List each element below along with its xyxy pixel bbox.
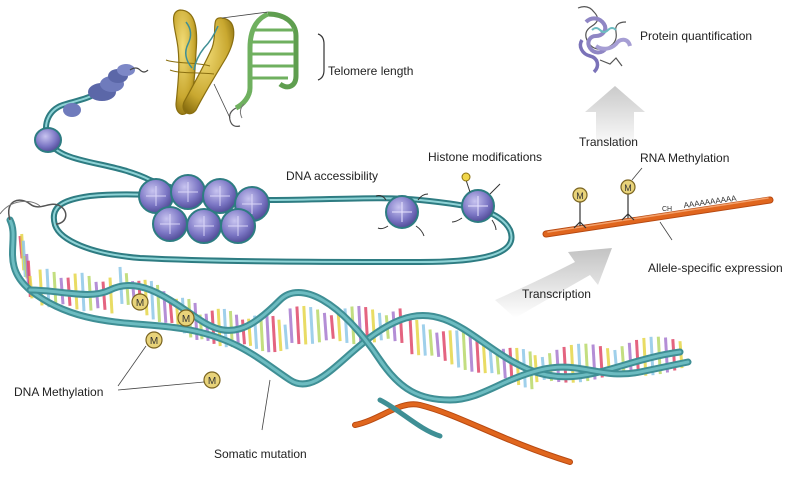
base-pair xyxy=(265,313,271,353)
telomere-length-label: Telomere length xyxy=(328,64,413,78)
rna-methyl-mark: M xyxy=(572,187,588,229)
base-pair xyxy=(475,337,481,373)
base-pair xyxy=(435,332,441,358)
svg-text:M: M xyxy=(150,336,158,347)
base-pair xyxy=(277,319,283,352)
chromatin-fiber xyxy=(43,89,515,266)
base-pair xyxy=(428,329,434,356)
base-pair xyxy=(620,346,626,375)
base-pair xyxy=(316,309,321,343)
mrna-strand: M M CH AAAAAAAAAA xyxy=(542,179,774,238)
dna-methyl-mark: M xyxy=(131,293,149,311)
nucleosome-cluster xyxy=(138,174,270,244)
transcription-label: Transcription xyxy=(522,287,591,301)
base-pair xyxy=(241,319,246,345)
rna-methyl-mark: M xyxy=(620,179,636,221)
svg-text:M: M xyxy=(208,376,216,387)
dna-methyl-marks: M M M M xyxy=(131,293,221,389)
base-pair xyxy=(302,305,308,345)
somatic-mutation-label: Somatic mutation xyxy=(214,447,307,461)
svg-text:M: M xyxy=(182,314,190,325)
base-pair xyxy=(108,277,114,314)
base-pair xyxy=(468,333,474,372)
rna-methylation-label: RNA Methylation xyxy=(640,151,729,165)
protein-structure xyxy=(577,6,632,74)
translation-label: Translation xyxy=(579,135,638,149)
translation-arrow xyxy=(585,86,645,150)
base-pair xyxy=(627,342,633,376)
dna-methyl-mark: M xyxy=(145,331,163,349)
dna-accessibility-label: DNA accessibility xyxy=(286,169,378,183)
chromosome xyxy=(165,9,235,115)
base-pair xyxy=(448,330,454,365)
rna-transcript xyxy=(352,397,573,465)
base-pair xyxy=(309,307,315,344)
base-pair xyxy=(415,319,421,356)
base-pair xyxy=(295,306,301,345)
base-pair xyxy=(124,273,130,305)
transcription-arrow xyxy=(495,248,612,318)
dna-double-helix xyxy=(0,199,692,404)
base-pair xyxy=(398,308,404,343)
leader-lines xyxy=(117,167,673,431)
svg-text:M: M xyxy=(624,183,632,193)
svg-text:M: M xyxy=(136,298,144,309)
modified-nucleosome xyxy=(451,172,501,231)
base-pair xyxy=(408,316,414,355)
base-pair xyxy=(329,315,335,339)
base-pair xyxy=(461,331,467,370)
base-pair xyxy=(271,315,277,353)
base-pair xyxy=(322,312,328,341)
base-pair xyxy=(441,331,447,361)
protein-quantification-label: Protein quantification xyxy=(640,29,752,43)
dna-methyl-mark: M xyxy=(177,309,195,327)
compacted-chromatin xyxy=(34,64,149,153)
base-pair xyxy=(283,324,289,350)
base-pair xyxy=(421,324,427,356)
dna-methylation-label: DNA Methylation xyxy=(14,385,103,399)
telomere-ladder xyxy=(213,11,325,127)
dna-methyl-mark: M xyxy=(203,371,221,389)
allele-specific-expression-label: Allele-specific expression xyxy=(648,261,783,275)
mrna-cap-label: CH xyxy=(662,206,672,213)
histone-modifications-label: Histone modifications xyxy=(428,150,542,164)
base-pair xyxy=(455,330,461,368)
base-pair xyxy=(336,311,342,342)
accessible-nucleosome xyxy=(375,193,429,237)
base-pair xyxy=(288,308,294,343)
svg-text:M: M xyxy=(576,191,584,201)
base-pair xyxy=(481,341,487,374)
